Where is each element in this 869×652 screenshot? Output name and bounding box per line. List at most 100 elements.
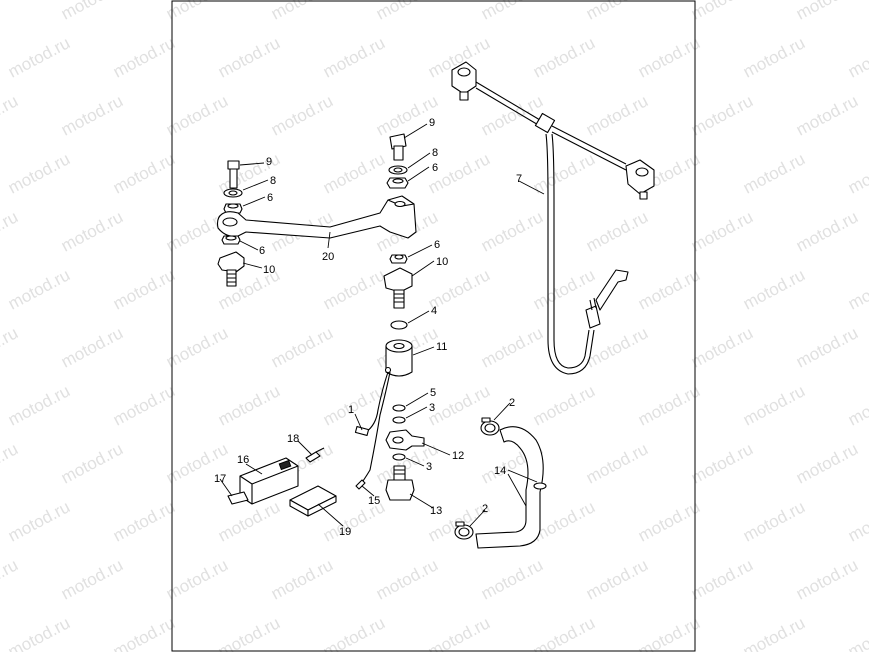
watermark-text: motod.ru <box>268 91 336 139</box>
watermark-text: motod.ru <box>635 265 703 313</box>
watermark-text: motod.ru <box>5 613 73 652</box>
watermark-text: motod.ru <box>845 265 869 313</box>
watermark-text: motod.ru <box>793 555 861 603</box>
left-bolt-9 <box>227 160 240 189</box>
watermark-text: motod.ru <box>530 613 598 652</box>
pressure-switch-11 <box>384 339 413 377</box>
watermark-text: motod.ru <box>58 207 126 255</box>
watermark-text: motod.ru <box>5 497 73 545</box>
callout-11: 11 <box>436 341 447 353</box>
watermark-text: motod.ru <box>478 555 546 603</box>
callout-9: 9 <box>266 156 272 168</box>
watermark-text: motod.ru <box>5 33 73 81</box>
hose-14 <box>475 426 547 549</box>
watermark-text: motod.ru <box>0 555 21 603</box>
watermark-text: motod.ru <box>425 613 493 652</box>
watermark-text: motod.ru <box>373 91 441 139</box>
watermark-text: motod.ru <box>110 613 178 652</box>
watermark-text: motod.ru <box>268 555 336 603</box>
watermark-text: motod.ru <box>320 149 388 197</box>
watermark-text: motod.ru <box>268 0 336 24</box>
diagram-frame <box>171 0 696 652</box>
callout-8: 8 <box>270 175 276 187</box>
o-ring-4 <box>390 320 408 330</box>
callout-6: 6 <box>267 192 273 204</box>
watermark-text: motod.ru <box>478 323 546 371</box>
watermark-text: motod.ru <box>478 91 546 139</box>
lock-17 <box>227 491 249 505</box>
watermark-text: motod.ru <box>740 265 808 313</box>
watermark-text: motod.ru <box>0 207 21 255</box>
watermark-text: motod.ru <box>478 0 546 24</box>
callout-5: 5 <box>430 387 436 399</box>
watermark-text: motod.ru <box>635 613 703 652</box>
callout-17: 17 <box>214 473 226 485</box>
watermark-text: motod.ru <box>530 149 598 197</box>
watermark-text: motod.ru <box>793 207 861 255</box>
watermark-text: motod.ru <box>845 33 869 81</box>
callout-1: 1 <box>348 404 354 416</box>
callout-15: 15 <box>368 495 380 507</box>
left-washer-8 <box>223 188 243 198</box>
watermark-text: motod.ru <box>583 439 651 487</box>
watermark-text: motod.ru <box>583 555 651 603</box>
callout-4: 4 <box>431 305 437 317</box>
watermark-text: motod.ru <box>268 323 336 371</box>
leader-lines <box>219 123 545 527</box>
rod-assembly-7 <box>451 61 655 375</box>
callout-10: 10 <box>436 256 448 268</box>
watermark-text: motod.ru <box>110 33 178 81</box>
watermark-text: motod.ru <box>373 0 441 24</box>
watermark-text: motod.ru <box>740 381 808 429</box>
watermark-text: motod.ru <box>845 497 869 545</box>
fitting-12 <box>385 429 425 451</box>
watermark-text: motod.ru <box>320 33 388 81</box>
callout-labels: 9 8 6 6 10 20 9 8 6 6 10 4 11 5 3 1 12 3… <box>214 117 522 538</box>
sensor-wire-1 <box>354 371 391 489</box>
watermark-text: motod.ru <box>688 91 756 139</box>
watermark-text: motod.ru <box>163 323 231 371</box>
callout-6: 6 <box>259 245 265 257</box>
watermark-text: motod.ru <box>793 0 861 24</box>
clamp-2-bottom <box>454 521 474 540</box>
clamp-2-top <box>480 417 500 436</box>
watermark-text: motod.ru <box>583 91 651 139</box>
adapter-13 <box>385 465 415 501</box>
watermark-text: motod.ru <box>635 381 703 429</box>
watermark-text: motod.ru <box>320 613 388 652</box>
center-nut-6-mid <box>389 254 408 264</box>
watermark-text: motod.ru <box>583 323 651 371</box>
watermark-text: motod.ru <box>0 91 21 139</box>
watermark-text: motod.ru <box>0 439 21 487</box>
watermark-text: motod.ru <box>5 381 73 429</box>
terminal-15 <box>355 479 366 490</box>
callout-3: 3 <box>429 402 435 414</box>
watermark-text: motod.ru <box>58 439 126 487</box>
watermark-text: motod.ru <box>688 439 756 487</box>
watermark-text: motod.ru <box>740 33 808 81</box>
watermark-text: motod.ru <box>793 439 861 487</box>
bracket-20 <box>216 195 417 239</box>
watermark-text: motod.ru <box>793 91 861 139</box>
watermark-text: motod.ru <box>530 381 598 429</box>
o-ring-3-bottom <box>392 453 406 461</box>
callout-10: 10 <box>263 264 275 276</box>
o-ring-3-top <box>392 416 406 424</box>
watermark-text: motod.ru <box>583 207 651 255</box>
watermark-text: motod.ru <box>58 323 126 371</box>
watermark-text: motod.ru <box>530 33 598 81</box>
watermark-text: motod.ru <box>740 613 808 652</box>
watermark-text: motod.ru <box>478 207 546 255</box>
callout-2: 2 <box>482 503 488 515</box>
callout-9: 9 <box>429 117 435 129</box>
callout-2: 2 <box>509 397 515 409</box>
center-nut-6-top <box>386 177 409 189</box>
watermark-text: motod.ru <box>163 555 231 603</box>
watermark-text: motod.ru <box>110 497 178 545</box>
watermark-text: motod.ru <box>688 0 756 24</box>
watermark-text: motod.ru <box>215 497 283 545</box>
center-washer-8 <box>388 165 408 175</box>
callout-18: 18 <box>287 433 299 445</box>
watermark-text: motod.ru <box>845 149 869 197</box>
